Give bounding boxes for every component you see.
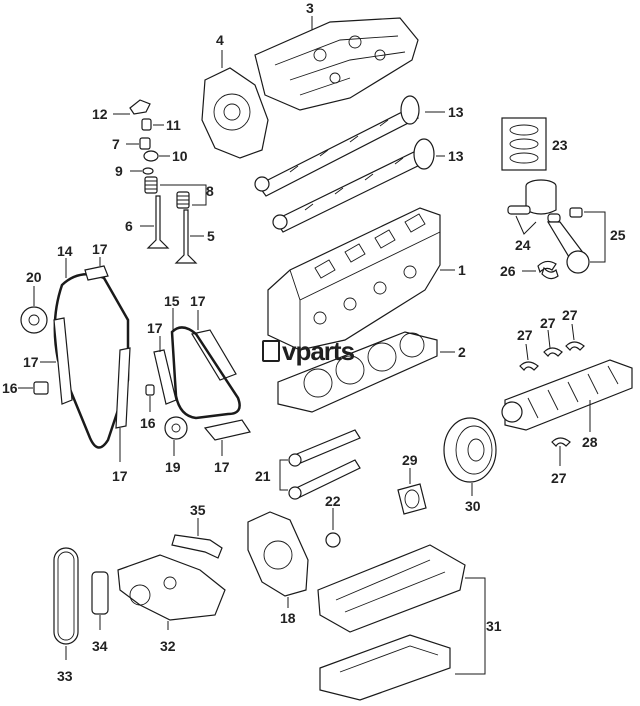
- callout-17f: 17: [214, 459, 230, 475]
- part-21-balance-shafts: [288, 429, 361, 500]
- callout-17c: 17: [112, 468, 128, 484]
- part-35-pickup-tube: [171, 534, 223, 559]
- part-31-oil-pan-lower: [319, 634, 451, 701]
- part-1-cylinder-head: [267, 207, 441, 351]
- callout-12: 12: [92, 106, 108, 122]
- part-3-valve-cover: [254, 17, 419, 111]
- callout-11: 11: [166, 117, 181, 133]
- part-29-rear-seal: [397, 483, 427, 515]
- callout-30: 30: [465, 498, 481, 514]
- callout-33: 33: [57, 668, 73, 684]
- part-28-crankshaft: [501, 359, 633, 431]
- callout-27d: 27: [551, 470, 567, 486]
- callout-5: 5: [207, 228, 215, 244]
- callout-10: 10: [172, 148, 188, 164]
- callout-8: 8: [206, 183, 214, 199]
- part-20-cam-sprocket: [20, 306, 48, 334]
- part-2-head-gasket: [277, 331, 438, 413]
- part-11-lifter: [141, 118, 152, 131]
- callout-6: 6: [125, 218, 133, 234]
- part-4-cover-plate: [201, 67, 269, 159]
- part-15-chain-2: [170, 326, 241, 420]
- part-27-main-bearings: [519, 341, 585, 447]
- callout-17d: 17: [147, 320, 163, 336]
- callout-9: 9: [115, 163, 123, 179]
- part-6-valve-exhaust: [146, 195, 170, 249]
- part-5-valve-intake: [174, 209, 198, 264]
- part-16-tensioner-bolt: [33, 381, 155, 396]
- callout-17e: 17: [190, 293, 206, 309]
- callout-13b: 13: [448, 148, 464, 164]
- part-7-lash-adjuster: [139, 137, 151, 150]
- callout-7: 7: [112, 136, 120, 152]
- callout-18: 18: [280, 610, 296, 626]
- part-19-sprocket: [164, 416, 188, 440]
- callout-15: 15: [164, 293, 180, 309]
- part-10-bucket: [143, 150, 159, 162]
- callout-23: 23: [552, 137, 568, 153]
- callout-24: 24: [515, 237, 531, 253]
- callout-27b: 27: [540, 315, 556, 331]
- callout-27a: 27: [517, 327, 533, 343]
- part-22-sprocket: [325, 532, 341, 548]
- callout-16b: 16: [140, 415, 156, 431]
- part-9-keeper: [142, 167, 154, 175]
- callout-25: 25: [610, 227, 626, 243]
- callout-26: 26: [500, 263, 516, 279]
- part-13-camshaft-upper: [254, 95, 420, 197]
- callout-2: 2: [458, 344, 466, 360]
- part-34-chain-tensioner: [91, 571, 109, 615]
- callout-19: 19: [165, 459, 181, 475]
- part-18-timing-cover: [247, 511, 309, 597]
- callout-31: 31: [486, 618, 502, 634]
- callout-28: 28: [582, 434, 598, 450]
- part-piston: [525, 179, 557, 215]
- callout-17a: 17: [92, 241, 108, 257]
- callout-35: 35: [190, 502, 206, 518]
- callout-17b: 17: [23, 354, 39, 370]
- callout-27c: 27: [562, 307, 578, 323]
- callout-14: 14: [57, 243, 73, 259]
- lvparts-logo-icon: [262, 340, 280, 362]
- part-33-oil-pump-chain: [53, 547, 79, 645]
- part-8-valve-springs: [144, 176, 190, 209]
- callout-3: 3: [306, 0, 314, 16]
- callout-20: 20: [26, 269, 42, 285]
- callout-1: 1: [458, 262, 466, 278]
- part-13-camshaft-lower: [272, 138, 435, 233]
- watermark: vparts: [262, 336, 355, 367]
- callout-13a: 13: [448, 104, 464, 120]
- callout-22: 22: [325, 493, 341, 509]
- part-31-oil-pan-upper: [317, 544, 466, 633]
- callout-29: 29: [402, 452, 418, 468]
- part-25-connecting-rod: [546, 207, 590, 274]
- part-26-rod-bearing: [537, 260, 559, 280]
- callout-4: 4: [216, 32, 224, 48]
- part-30-crank-pulley: [443, 417, 497, 483]
- callout-32: 32: [160, 638, 176, 654]
- part-12-rocker: [129, 99, 151, 115]
- callout-34: 34: [92, 638, 108, 654]
- part-23-piston-rings: [501, 117, 547, 171]
- callout-16a: 16: [2, 380, 18, 396]
- callout-21: 21: [255, 468, 271, 484]
- part-32-oil-pump: [117, 554, 226, 621]
